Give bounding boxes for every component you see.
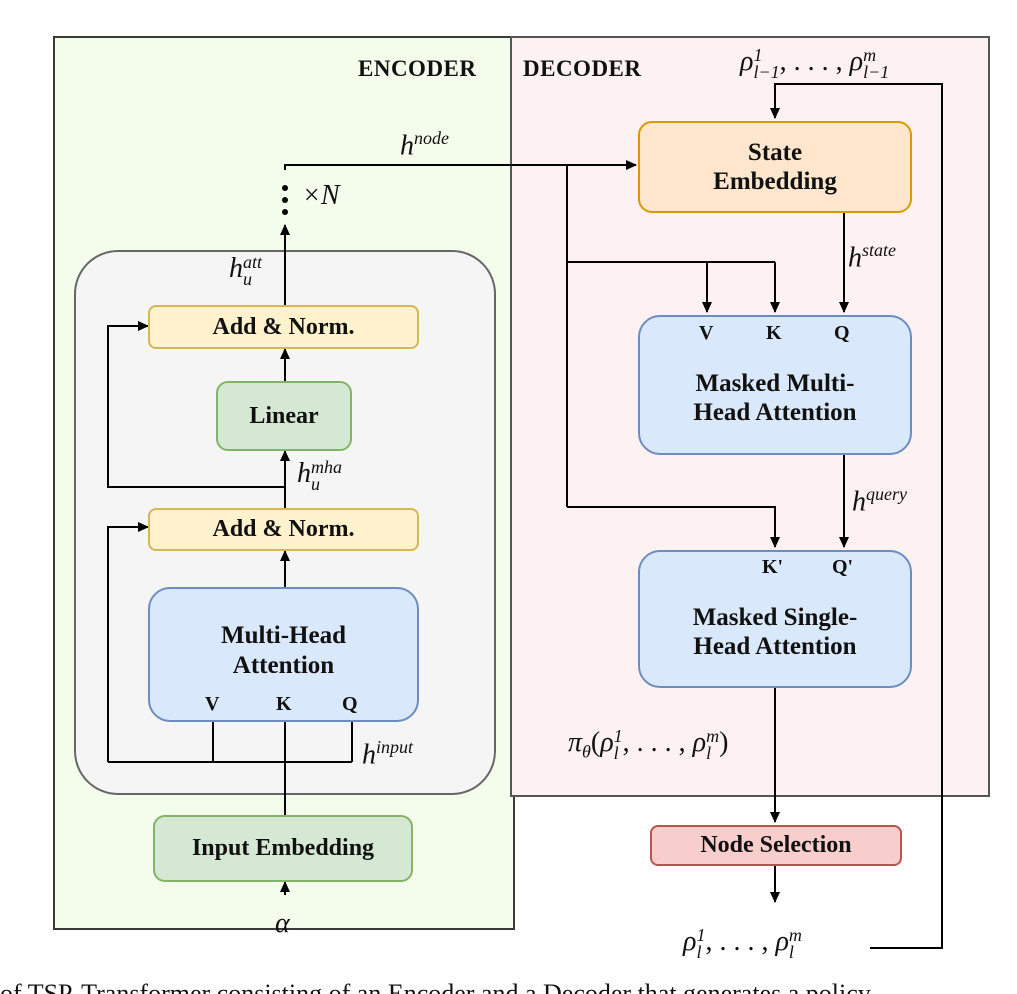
alpha-label: α <box>275 908 290 939</box>
h-node-label: hnode <box>400 128 449 162</box>
mha-title-line2: Attention <box>232 651 335 679</box>
input-embedding-box: Input Embedding <box>153 815 413 882</box>
hnode-to-kprime-arrow <box>567 506 780 548</box>
times-n-label: ×N <box>302 180 340 211</box>
stack-ellipsis-icon <box>282 185 288 215</box>
h-state-label: hstate <box>848 240 896 274</box>
mmha-port-k: K <box>766 322 782 344</box>
figure-caption-fragment: of TSP-Transformer consisting of an Enco… <box>0 979 871 994</box>
add-norm-bottom-box: Add & Norm. <box>148 508 419 551</box>
feedback-loop-arrow <box>770 83 943 949</box>
mha-port-q: Q <box>342 693 358 715</box>
h-input-label: hinput <box>362 737 414 771</box>
decoder-title: DECODER <box>523 56 642 81</box>
state-embedding-box: State Embedding <box>638 121 912 213</box>
linear-label: Linear <box>249 402 319 429</box>
add-norm-top-box: Add & Norm. <box>148 305 419 349</box>
mha-port-k: K <box>276 693 292 715</box>
residual-bottom-arrow <box>107 522 149 762</box>
state-embedding-line1: State <box>747 138 803 166</box>
node-selection-label: Node Selection <box>700 832 852 859</box>
mmha-line2: Head Attention <box>693 399 857 426</box>
mmha-port-v: V <box>699 322 714 344</box>
input-embedding-label: Input Embedding <box>191 835 375 862</box>
masked-multi-head-attention-box: Masked Multi- Head Attention <box>638 315 912 455</box>
add-norm-bottom-label: Add & Norm. <box>212 516 355 543</box>
masked-single-head-attention-box: Masked Single- Head Attention <box>638 550 912 688</box>
state-embedding-line2: Embedding <box>713 168 837 195</box>
linear-box: Linear <box>216 381 352 451</box>
msha-line2: Head Attention <box>693 633 857 660</box>
residual-top-arrow <box>107 321 285 488</box>
h-query-label: hquery <box>852 484 907 518</box>
msha-line1: Masked Single- <box>692 603 858 631</box>
encoder-title: ENCODER <box>358 56 477 81</box>
mmha-line1: Masked Multi- <box>695 369 855 397</box>
msha-port-q-prime: Q' <box>832 556 854 578</box>
msha-port-k-prime: K' <box>762 556 784 578</box>
mmha-port-q: Q <box>834 322 850 344</box>
add-norm-top-label: Add & Norm. <box>212 313 355 340</box>
node-selection-box: Node Selection <box>650 825 902 866</box>
mha-title-line1: Multi-Head <box>221 622 346 649</box>
mha-port-v: V <box>205 693 220 715</box>
hnode-line <box>284 164 567 170</box>
